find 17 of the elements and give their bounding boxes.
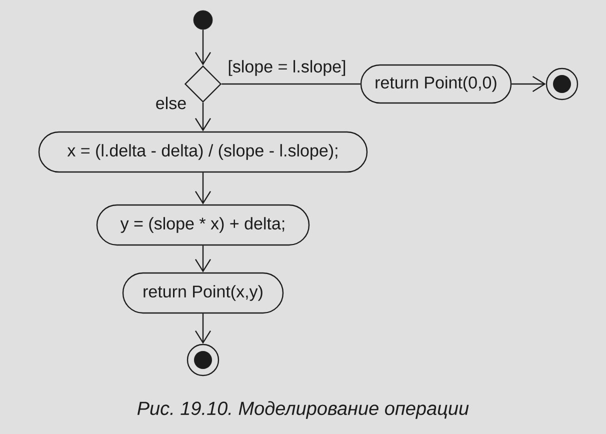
- arrow: [195, 102, 212, 132]
- action-box: return Point(x,y): [122, 272, 284, 314]
- arrow: [195, 30, 212, 66]
- arrow: [195, 246, 212, 272]
- edge-label: else: [154, 96, 188, 110]
- caption: Рис. 19.10. Моделирование операции: [137, 401, 469, 419]
- end-circle: [186, 344, 220, 376]
- arrow: [512, 76, 546, 92]
- connector-line: [222, 83, 360, 85]
- arrow: [195, 172, 212, 204]
- action-box: return Point(0,0): [360, 64, 512, 104]
- start-dot: [193, 10, 213, 30]
- action-box: y = (slope * x) + delta;: [96, 204, 310, 246]
- arrow: [195, 314, 212, 344]
- edge-label: [slope = l.slope]: [226, 59, 348, 77]
- action-box: x = (l.delta - delta) / (slope - l.slope);: [38, 131, 368, 173]
- end-circle: [546, 68, 578, 100]
